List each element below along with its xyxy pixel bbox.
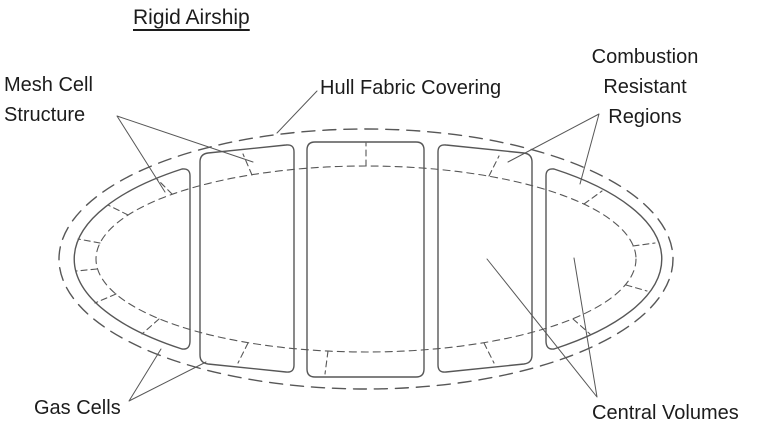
leader-lines (116, 90, 600, 402)
mesh-leader-line (116, 115, 254, 193)
hull-leader-line (276, 90, 318, 134)
mesh-tick (324, 350, 329, 375)
diagram-title: Rigid Airship (133, 6, 250, 29)
mesh-band-inner-outline (95, 165, 637, 353)
mesh-tick (107, 204, 129, 216)
mesh-tick (242, 153, 253, 176)
mesh-tick (583, 190, 603, 205)
central-leader-line (486, 257, 598, 398)
gas-cell-2 (199, 144, 295, 373)
gas-leader-line (128, 348, 207, 402)
gas-cell-5 (545, 168, 663, 350)
mesh-tick (483, 342, 495, 364)
mesh-tick (155, 177, 173, 195)
mesh-tick (75, 268, 98, 272)
mesh-tick-marks (75, 142, 656, 375)
mesh-tick (488, 155, 500, 177)
gas-cell-4 (437, 144, 533, 373)
combustion-leader-line (507, 113, 600, 185)
central-volumes-label: Central Volumes (592, 402, 739, 424)
mesh-cell-structure-label: Mesh Cell Structure (4, 74, 93, 126)
gas-cells-label: Gas Cells (34, 397, 121, 419)
gas-cell-1 (73, 168, 191, 350)
gas-cell-3 (306, 141, 425, 378)
mesh-tick (625, 284, 648, 292)
mesh-tick (141, 318, 160, 335)
hull-fabric-outline (58, 128, 674, 390)
mesh-tick (237, 342, 249, 364)
mesh-tick (632, 242, 656, 247)
mesh-tick (94, 293, 117, 304)
gas-cell-group (73, 141, 663, 378)
hull-fabric-covering-label: Hull Fabric Covering (320, 77, 502, 99)
combustion-resistant-regions-label: Combustion Resistant Regions (591, 46, 699, 128)
mesh-tick (572, 318, 591, 335)
mesh-tick (77, 238, 101, 244)
